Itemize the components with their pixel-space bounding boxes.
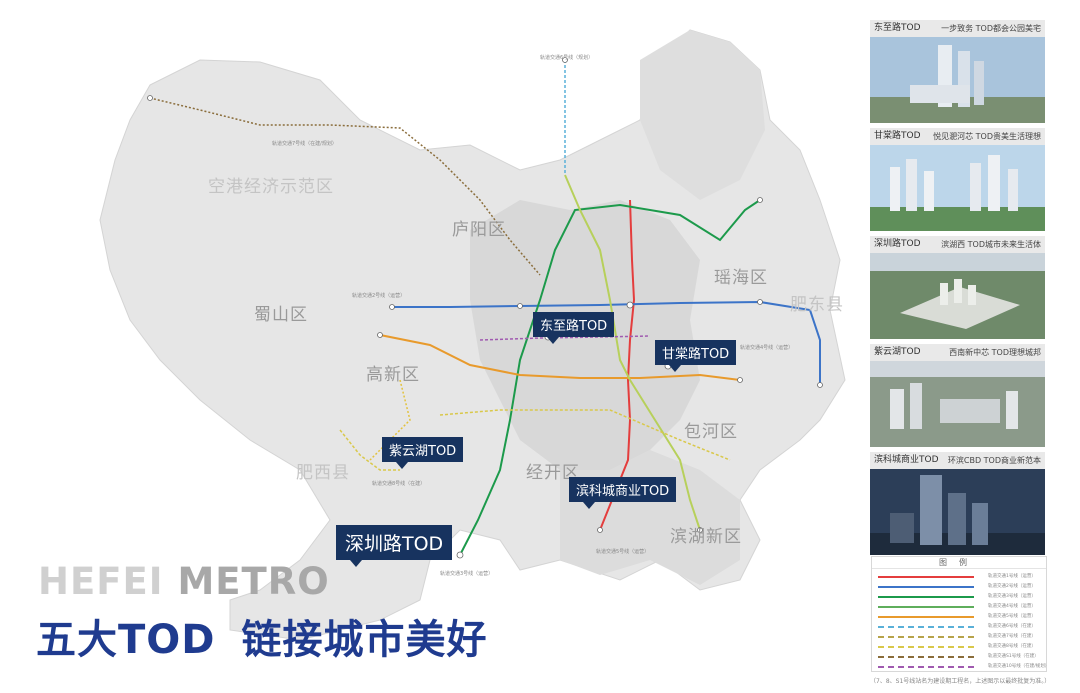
- legend-line-swatch: [878, 636, 974, 638]
- legend-label: 轨道交通5号线（运营）: [988, 614, 1036, 619]
- legend-label: 轨道交通10号线（在建/规划）: [988, 664, 1050, 669]
- district-label: 蜀山区: [254, 305, 308, 325]
- legend-label: 轨道交通8号线（在建）: [988, 644, 1036, 649]
- headline: 五大TOD 链接城市美好: [36, 607, 488, 665]
- legend-label: 轨道交通2号线（运营）: [988, 584, 1036, 589]
- legend-line-swatch: [878, 656, 974, 658]
- district-label: 经开区: [526, 463, 580, 483]
- legend-row: 轨道交通6号线（在建）: [878, 622, 1040, 632]
- legend-line-swatch: [878, 616, 974, 618]
- legend-label: 轨道交通1号线（运营）: [988, 574, 1036, 579]
- line-10: [479, 335, 651, 341]
- tod-callout-shenzhenlu[interactable]: 深圳路TOD: [336, 525, 453, 567]
- card-tagline: 一步致务 TOD都会公园美宅: [941, 24, 1041, 33]
- line-note: 轨道交通4号线（运营）: [740, 345, 794, 351]
- tod-callout-binkecheng[interactable]: 滨科城商业TOD: [569, 477, 677, 509]
- legend-label: 轨道交通7号线（在建）: [988, 634, 1036, 639]
- district-label: 庐阳区: [452, 220, 506, 240]
- legend-row: 轨道交通5号线（运营）: [878, 612, 1040, 622]
- brand-main: HEFEI: [38, 560, 178, 603]
- legend-line-swatch: [878, 606, 974, 608]
- line-3: [459, 199, 761, 556]
- line-note: 轨道交通7号线（在建/规划）: [272, 141, 337, 147]
- footnote: （7、8、S1号线站名为建设期工程名，上述图示以最终批复为准。）: [870, 678, 1051, 685]
- tod-card[interactable]: 深圳路TOD 滨湖西 TOD城市未来生活体: [870, 236, 1045, 339]
- legend-line-swatch: [878, 626, 974, 628]
- tod-callout-dongzhilu[interactable]: 东至路TOD: [533, 312, 615, 344]
- legend-line-swatch: [878, 596, 974, 598]
- legend-row: 轨道交通7号线（在建）: [878, 632, 1040, 642]
- card-image: [870, 469, 1045, 555]
- tod-card[interactable]: 东至路TOD 一步致务 TOD都会公园美宅: [870, 20, 1045, 123]
- legend-row: 轨道交通8号线（在建）: [878, 642, 1040, 652]
- district-label: 肥东县: [790, 295, 844, 315]
- stations: [147, 57, 823, 559]
- legend-line-swatch: [878, 646, 974, 648]
- legend-row: 轨道交通3号线（运营）: [878, 592, 1040, 602]
- line-7: [149, 97, 541, 276]
- line-5: [564, 174, 701, 531]
- legend-label: 轨道交通6号线（在建）: [988, 624, 1036, 629]
- card-name: 深圳路TOD: [874, 239, 921, 249]
- tod-card[interactable]: 滨科城商业TOD 环滨CBD TOD商业新范本: [870, 452, 1045, 555]
- line-note: 轨道交通2号线（运营）: [352, 293, 406, 299]
- card-image: [870, 361, 1045, 447]
- line-8: [339, 429, 400, 471]
- map-legend: 图例 轨道交通1号线（运营） 轨道交通2号线（运营） 轨道交通3号线（运营） 轨道交通…: [871, 556, 1049, 672]
- line-4: [379, 334, 741, 381]
- legend-row: 轨道交通S1号线（在建）: [878, 652, 1040, 662]
- legend-label: 轨道交通3号线（运营）: [988, 594, 1036, 599]
- card-name: 紫云湖TOD: [874, 347, 921, 357]
- tod-callout-ziyunhu[interactable]: 紫云湖TOD: [382, 437, 464, 469]
- tod-callout-gantanglu[interactable]: 甘棠路TOD: [655, 340, 737, 372]
- legend-title: 图例: [872, 557, 1046, 569]
- card-name: 东至路TOD: [874, 23, 921, 33]
- line-8b: [439, 409, 731, 461]
- card-image: [870, 145, 1045, 231]
- line-note: 轨道交通5号线（运营）: [596, 549, 650, 555]
- card-image: [870, 37, 1045, 123]
- legend-label: 轨道交通4号线（运营）: [988, 604, 1036, 609]
- line-note: 轨道交通6号线（规划）: [540, 55, 594, 61]
- east-zone: [640, 30, 765, 200]
- brand-wordmark: HEFEI METRO: [38, 560, 330, 603]
- district-label: 滨湖新区: [670, 527, 742, 547]
- tod-card[interactable]: 紫云湖TOD 西南新中芯 TOD理想城邦: [870, 344, 1045, 447]
- legend-row: 轨道交通1号线（运营）: [878, 572, 1040, 582]
- legend-label: 轨道交通S1号线（在建）: [988, 654, 1039, 659]
- district-label: 瑶海区: [714, 268, 768, 288]
- district-label: 空港经济示范区: [208, 177, 334, 197]
- legend-row: 轨道交通4号线（运营）: [878, 602, 1040, 612]
- card-name: 滨科城商业TOD: [874, 455, 939, 465]
- line-2: [392, 300, 821, 385]
- card-tagline: 环滨CBD TOD商业新范本: [947, 456, 1041, 465]
- legend-line-swatch: [878, 576, 974, 578]
- headline-part2: 链接城市美好: [241, 617, 488, 663]
- legend-row: 轨道交通10号线（在建/规划）: [878, 662, 1049, 672]
- district-label: 高新区: [366, 365, 420, 385]
- tod-card[interactable]: 甘棠路TOD 悦见淝河芯 TOD贵美生活理想: [870, 128, 1045, 231]
- card-tagline: 滨湖西 TOD城市未来生活体: [941, 240, 1041, 249]
- card-image: [870, 253, 1045, 339]
- brand-alt: METRO: [177, 560, 330, 603]
- district-label: 包河区: [684, 422, 738, 442]
- legend-line-swatch: [878, 586, 974, 588]
- line-note: 轨道交通3号线（运营）: [440, 571, 494, 577]
- district-label: 肥西县: [296, 463, 350, 483]
- legend-row: 轨道交通2号线（运营）: [878, 582, 1040, 592]
- legend-line-swatch: [878, 666, 974, 668]
- line-s1: [369, 379, 411, 461]
- card-name: 甘棠路TOD: [874, 131, 921, 141]
- card-tagline: 西南新中芯 TOD理想城邦: [949, 348, 1041, 357]
- line-note: 轨道交通8号线（在建）: [372, 481, 426, 487]
- card-tagline: 悦见淝河芯 TOD贵美生活理想: [933, 132, 1041, 141]
- headline-part1: 五大TOD: [36, 617, 216, 663]
